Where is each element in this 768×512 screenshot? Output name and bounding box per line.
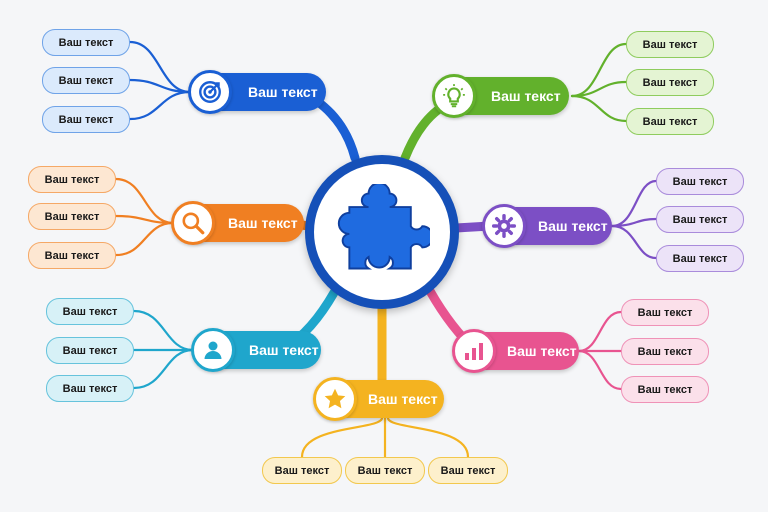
bar-chart-icon xyxy=(465,343,483,360)
center-node[interactable] xyxy=(305,155,459,309)
branch-icon-badge xyxy=(188,70,232,114)
leaf-line xyxy=(577,310,623,353)
branch-label: Ваш текст xyxy=(228,215,298,231)
leaf-pink-1[interactable]: Ваш текст xyxy=(621,299,709,326)
leaf-pink-2[interactable]: Ваш текст xyxy=(621,338,709,365)
leaf-orange-1[interactable]: Ваш текст xyxy=(28,166,116,193)
leaf-cyan-3[interactable]: Ваш текст xyxy=(46,375,134,402)
user-icon xyxy=(204,341,222,359)
leaf-pink-3[interactable]: Ваш текст xyxy=(621,376,709,403)
leaf-purple-3[interactable]: Ваш текст xyxy=(656,245,744,272)
branch-label: Ваш текст xyxy=(491,88,561,104)
gear-icon xyxy=(491,213,517,239)
branch-icon-badge xyxy=(171,201,215,245)
lightbulb-icon xyxy=(443,84,465,108)
branch-icon-badge xyxy=(191,328,235,372)
branch-icon-badge xyxy=(452,329,496,373)
leaf-purple-2[interactable]: Ваш текст xyxy=(656,206,744,233)
leaf-blue-3[interactable]: Ваш текст xyxy=(42,106,130,133)
leaf-line xyxy=(128,40,192,94)
leaf-orange-2[interactable]: Ваш текст xyxy=(28,203,116,230)
leaf-blue-1[interactable]: Ваш текст xyxy=(42,29,130,56)
puzzle-piece-icon xyxy=(337,184,430,270)
leaf-orange-3[interactable]: Ваш текст xyxy=(28,242,116,269)
leaf-line xyxy=(114,177,175,225)
leaf-green-3[interactable]: Ваш текст xyxy=(626,108,714,135)
leaf-yellow-1[interactable]: Ваш текст xyxy=(262,457,342,484)
leaf-line xyxy=(128,90,192,121)
leaf-cyan-2[interactable]: Ваш текст xyxy=(46,337,134,364)
leaf-line xyxy=(386,416,470,459)
leaf-line xyxy=(577,349,623,391)
branch-label: Ваш текст xyxy=(368,391,438,407)
branch-icon-badge xyxy=(313,377,357,421)
leaf-line xyxy=(300,416,384,459)
leaf-line xyxy=(610,224,658,260)
leaf-green-1[interactable]: Ваш текст xyxy=(626,31,714,58)
leaf-line xyxy=(114,214,175,225)
leaf-line xyxy=(570,42,628,98)
leaf-purple-1[interactable]: Ваш текст xyxy=(656,168,744,195)
leaf-line xyxy=(132,348,195,390)
leaf-line xyxy=(132,309,195,352)
magnifier-icon xyxy=(182,212,205,235)
branch-icon-badge xyxy=(432,74,476,118)
branch-label: Ваш текст xyxy=(507,343,577,359)
target-icon xyxy=(199,81,221,103)
branch-icon-badge xyxy=(482,204,526,248)
leaf-line xyxy=(570,94,628,123)
leaf-line xyxy=(114,221,175,257)
star-icon xyxy=(324,388,346,409)
leaf-green-2[interactable]: Ваш текст xyxy=(626,69,714,96)
leaf-cyan-1[interactable]: Ваш текст xyxy=(46,298,134,325)
branch-label: Ваш текст xyxy=(249,342,319,358)
branch-label: Ваш текст xyxy=(248,84,318,100)
leaf-yellow-3[interactable]: Ваш текст xyxy=(428,457,508,484)
leaf-line xyxy=(610,217,658,228)
leaf-blue-2[interactable]: Ваш текст xyxy=(42,67,130,94)
branch-label: Ваш текст xyxy=(538,218,608,234)
leaf-yellow-2[interactable]: Ваш текст xyxy=(345,457,425,484)
